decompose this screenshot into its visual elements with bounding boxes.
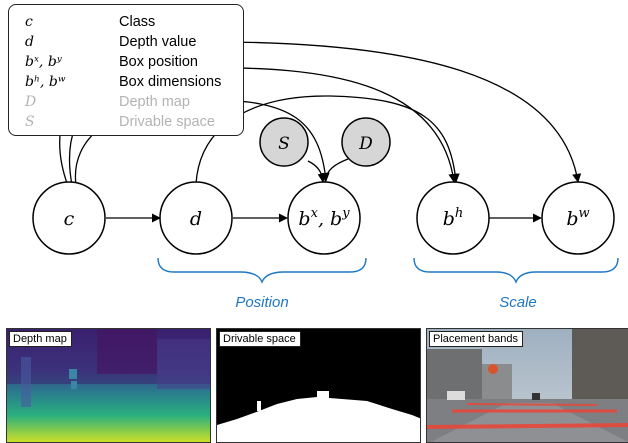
node-S-circle [259,117,309,167]
scale-brace [413,257,619,284]
drivable-space-panel: Drivable space [216,328,421,443]
legend-row-class: c Class [9,13,243,33]
drivable-space-label: Drivable space [219,331,301,347]
depth-map-panel: Depth map [6,328,211,443]
node-bxy-circle [287,181,361,255]
node-c-label: c [64,208,75,230]
legend-label: Depth map [119,94,190,110]
legend-label: Box dimensions [119,74,222,90]
drivable-space-image [217,329,420,442]
edge-D-to-bxy [324,158,349,183]
node-D-circle [341,117,391,167]
legend-symbol: c [25,14,33,30]
legend-row-depth-value: d Depth value [9,33,243,53]
node-bh-label: bh [443,206,464,230]
legend-label: Drivable space [119,114,215,130]
node-bw-label: bw [566,206,589,230]
legend-symbol: bʰ, bʷ [25,74,66,90]
legend-symbol: S [25,114,35,130]
position-group-label: Position [235,294,288,311]
node-bxy-label: bx, by [298,206,350,230]
legend-symbol: d [25,34,34,50]
node-c-circle [32,181,106,255]
placement-bands-label: Placement bands [429,331,523,347]
placement-bands-panel: Placement bands [426,328,628,443]
node-S-label: S [278,134,290,154]
legend-box: c Class d Depth value bˣ, bʸ Box positio… [8,4,244,136]
node-bw-circle [541,181,615,255]
legend-row-drivable-space: S Drivable space [9,113,243,133]
node-bh-circle [416,181,490,255]
graph-canvas: c d bx, by bh bw S D Position Scale [32,41,619,311]
node-d-label: d [190,208,202,230]
scale-group-label: Scale [499,294,537,311]
legend-row-box-dimensions: bʰ, bʷ Box dimensions [9,73,243,93]
legend-label: Box position [119,54,198,70]
node-D-label: D [358,134,373,154]
node-d-circle [159,181,233,255]
legend-symbol: bˣ, bʸ [25,54,62,70]
edge-S-to-bxy [307,160,327,183]
legend-label: Depth value [119,34,197,50]
edge-d-to-bh [195,95,460,185]
legend-row-depth-map: D Depth map [9,93,243,113]
depth-map-label: Depth map [9,331,72,347]
legend-label: Class [119,14,156,30]
position-brace [157,257,367,284]
legend-symbol: D [25,94,37,110]
legend-row-box-position: bˣ, bʸ Box position [9,53,243,73]
placement-bands-image [427,329,628,442]
